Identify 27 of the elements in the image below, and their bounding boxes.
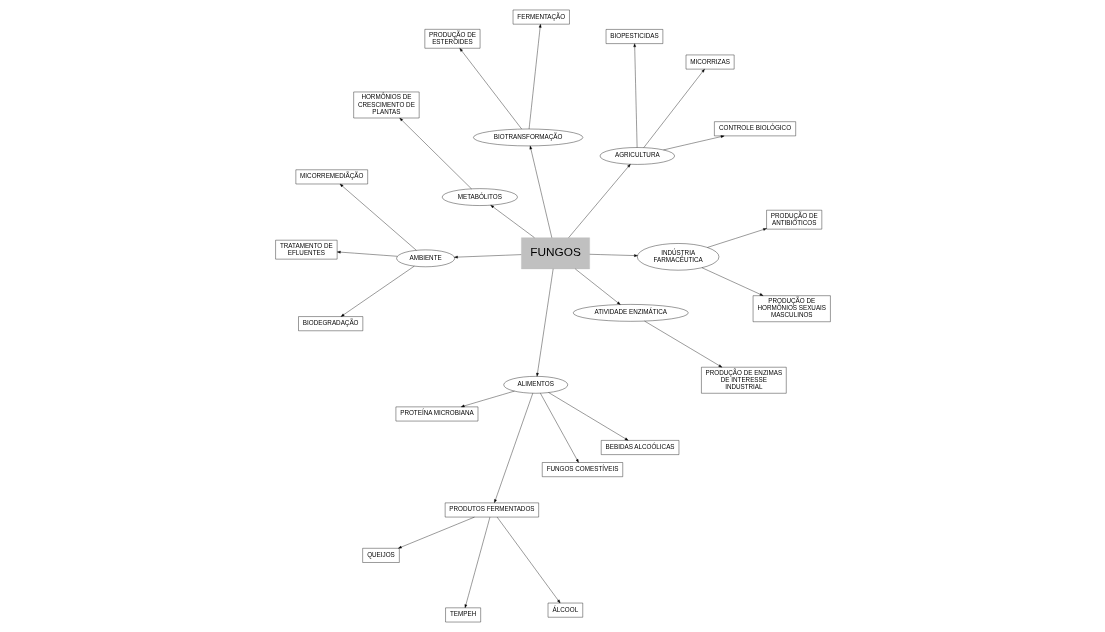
arrow: [453, 254, 521, 259]
arrow: [459, 48, 522, 130]
arrow: [643, 68, 705, 148]
arrow: [397, 516, 475, 549]
arrow: [567, 164, 631, 238]
arrow: [339, 183, 417, 251]
arrow: [340, 265, 415, 317]
arrow: [535, 268, 553, 377]
arrow: [588, 254, 638, 257]
arrow: [464, 517, 490, 608]
arrow: [706, 228, 767, 248]
arrow: [493, 393, 533, 503]
arrow: [574, 268, 620, 305]
arrow: [528, 24, 541, 130]
arrow: [529, 145, 552, 238]
node-box: FUNGOS: [520, 237, 590, 270]
arrow: [632, 43, 637, 148]
arrow: [399, 117, 472, 190]
arrow: [547, 392, 628, 441]
arrow: [490, 204, 535, 238]
arrow: [336, 250, 398, 257]
arrow: [496, 516, 560, 604]
arrow: [643, 320, 722, 368]
arrow: [701, 267, 763, 296]
arrow: [539, 393, 579, 463]
arrow: [460, 390, 515, 408]
arrow: [662, 135, 724, 151]
